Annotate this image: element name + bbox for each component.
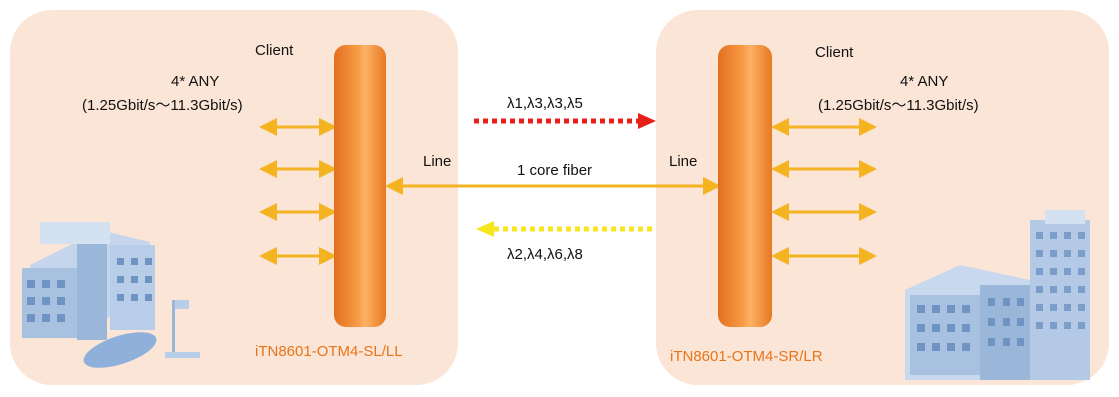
- right-building-icon: [905, 210, 1090, 380]
- right-rate-range: (1.25Gbit/s～11.3Gbit/s): [818, 97, 979, 114]
- left-client-arrows: [259, 118, 337, 265]
- right-model-name: iTN8601-OTM4-SR/LR: [670, 348, 823, 365]
- fiber-label: 1 core fiber: [517, 162, 593, 179]
- left-line-label: Line: [423, 153, 452, 170]
- left-client-label: Client: [255, 42, 294, 59]
- right-rate-title: 4* ANY: [900, 73, 949, 90]
- right-line-label: Line: [669, 153, 698, 170]
- left-rate-range: (1.25Gbit/s～11.3Gbit/s): [82, 97, 243, 114]
- left-building-icon: [22, 222, 200, 368]
- upstream-wavelengths: λ2,λ4,λ6,λ8: [507, 246, 583, 263]
- left-model-name: iTN8601-OTM4-SL/LL: [255, 343, 403, 360]
- right-client-label: Client: [815, 44, 854, 61]
- left-rate-title: 4* ANY: [171, 73, 220, 90]
- downstream-wavelengths: λ1,λ3,λ3,λ5: [507, 95, 583, 112]
- upstream-arrow: [476, 221, 656, 237]
- left-otm-device: [334, 45, 386, 327]
- right-otm-device: [718, 45, 772, 327]
- downstream-arrow: [474, 113, 656, 129]
- right-client-arrows: [771, 118, 877, 265]
